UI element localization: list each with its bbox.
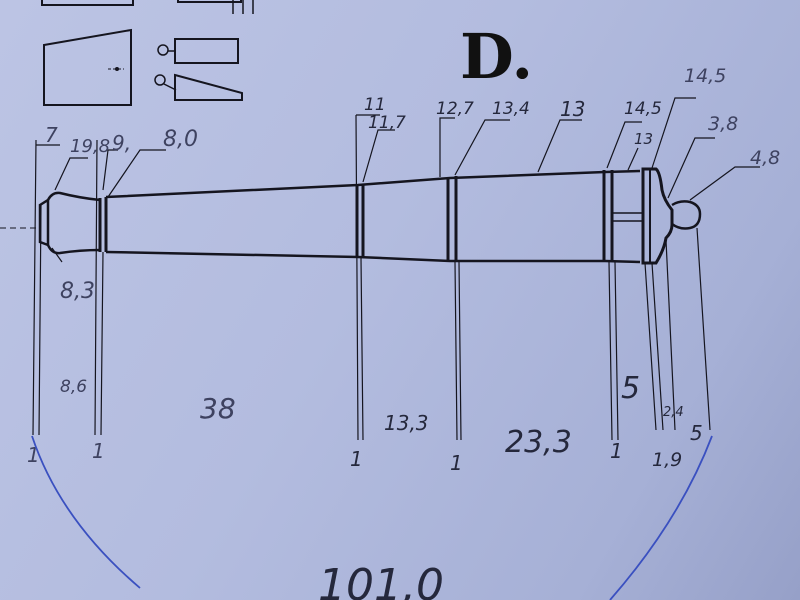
extension-lines [32, 114, 711, 441]
cannon-body [38, 167, 702, 265]
total-length-label: 101,0 [318, 560, 444, 600]
dim-label: 11 [364, 95, 386, 115]
dim-label: 3,8 [708, 113, 738, 135]
length-labels: 8,6 38 13,3 23,3 5 2,4 5 1 1 1 1 1 1,9 [27, 371, 703, 475]
dim-label: 7 [45, 123, 58, 147]
leader-lines [36, 97, 760, 263]
thumbnail-figures [41, 0, 254, 106]
figure-title: D. [460, 20, 533, 93]
pen-arc-right [609, 435, 713, 600]
dim-label: 14,5 [624, 99, 662, 119]
length-label: 2,4 [663, 405, 684, 420]
ring-label: 1 [92, 439, 105, 463]
length-label: 23,3 [505, 425, 572, 460]
dim-label: 13 [560, 97, 585, 121]
ring-label: 1 [350, 447, 363, 471]
ring-label: 1 [27, 443, 40, 467]
dim-label: 12,7 [436, 99, 474, 119]
ring-label: 1,9 [652, 449, 682, 471]
dim-label: 13 [634, 130, 653, 148]
length-label: 8,6 [60, 377, 87, 397]
length-label: 38 [200, 392, 236, 425]
dim-label: 14,5 [684, 65, 726, 87]
dim-label: 8,3 [60, 279, 95, 304]
length-label: 5 [690, 421, 703, 445]
dim-label: 8,0 [163, 127, 198, 152]
pen-arc-left [31, 435, 141, 589]
dim-label: 4,8 [750, 147, 780, 169]
dim-label: 11,7 [368, 113, 406, 133]
dim-label: 13,4 [492, 99, 530, 119]
length-label: 5 [621, 371, 640, 406]
ring-label: 1 [610, 439, 623, 463]
length-label: 13,3 [384, 411, 429, 435]
ring-label: 1 [450, 451, 463, 475]
diameter-labels: 7 19,8 9, 8,0 11 11,7 12,7 13,4 13 14,5 … [45, 65, 780, 304]
dim-label: 9, [112, 131, 131, 155]
dim-label: 19,8 [70, 136, 110, 157]
